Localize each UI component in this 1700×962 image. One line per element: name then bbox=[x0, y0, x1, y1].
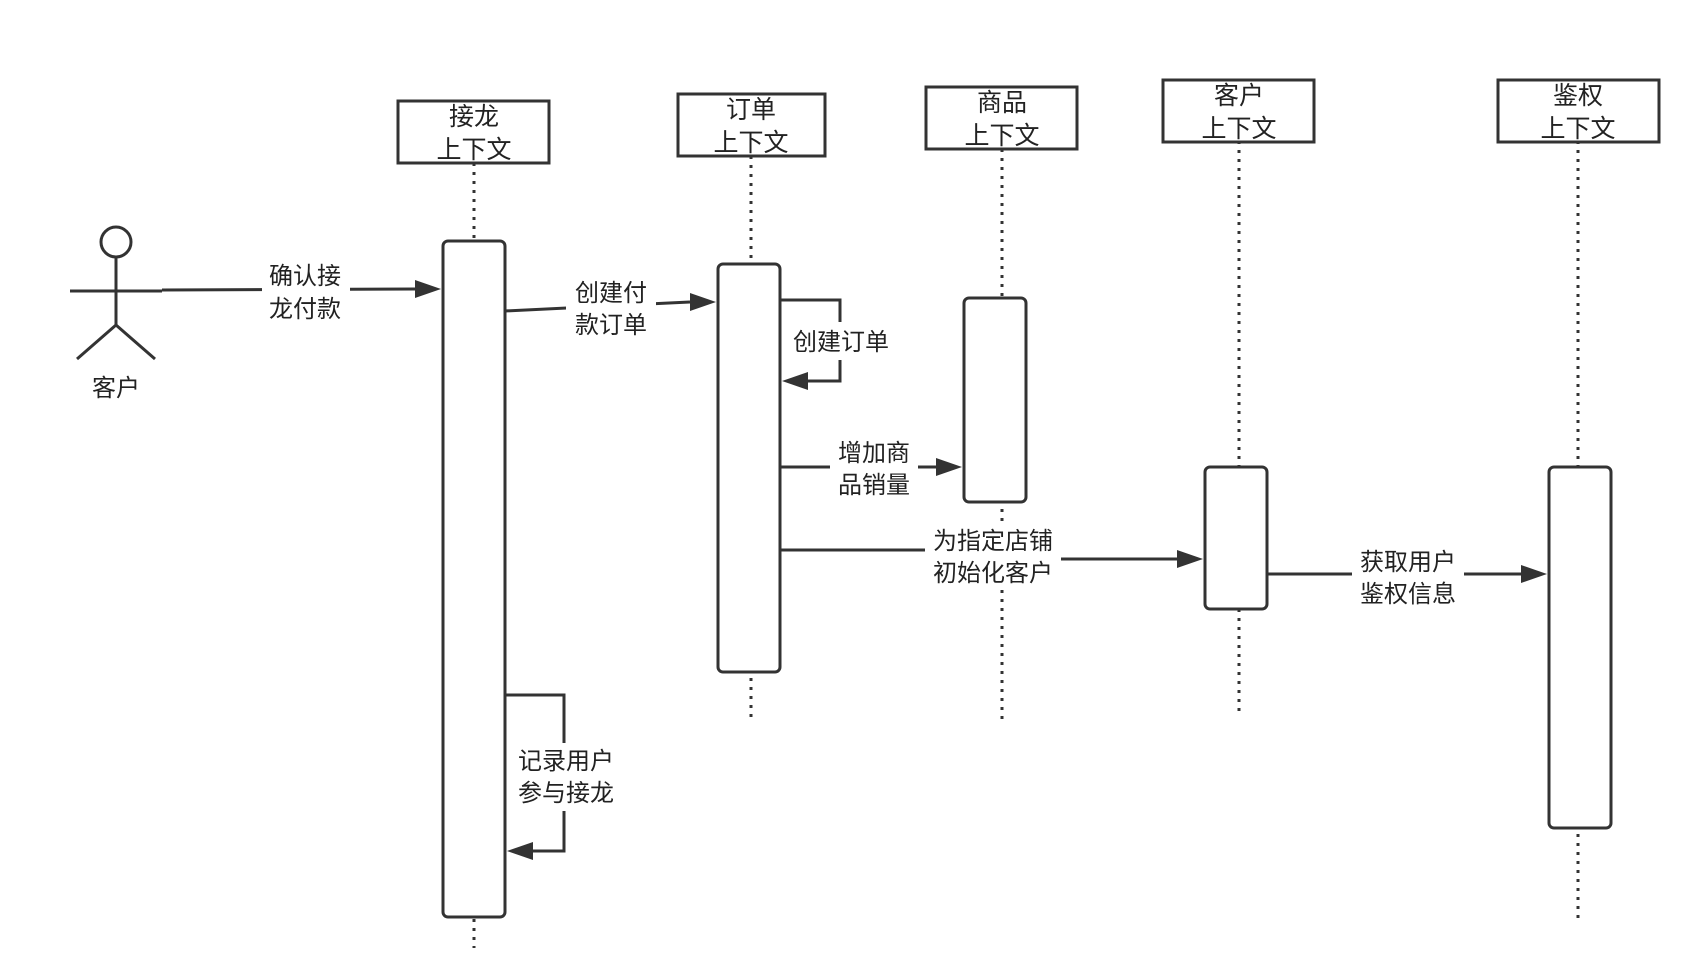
actor-left-leg bbox=[76, 323, 117, 361]
actor-right-leg bbox=[115, 323, 156, 361]
message-record-user-line1: 记录用户 bbox=[518, 747, 614, 775]
participant-auth-context: 上下文 bbox=[1540, 114, 1615, 143]
message-add-sales-line1: 增加商 bbox=[838, 439, 910, 467]
activation-product bbox=[962, 296, 1028, 504]
participant-auth: 鉴权 上下文 bbox=[1496, 78, 1661, 144]
arrowhead bbox=[507, 842, 533, 860]
participant-jielong-context: 上下文 bbox=[436, 135, 511, 164]
participant-order-context: 上下文 bbox=[713, 128, 788, 157]
participant-customer-context: 上下文 bbox=[1201, 114, 1276, 143]
participant-product: 商品 上下文 bbox=[924, 85, 1079, 151]
activation-customer bbox=[1203, 465, 1269, 611]
participant-jielong: 接龙 上下文 bbox=[396, 99, 551, 165]
participant-jielong-name: 接龙 bbox=[449, 102, 499, 131]
actor-customer: 客户 bbox=[70, 225, 162, 402]
message-confirm-pay: 确认接 龙付款 bbox=[161, 258, 441, 326]
arrowhead bbox=[1521, 565, 1547, 583]
participant-product-context: 上下文 bbox=[964, 121, 1039, 150]
message-create-pay-order-line1: 创建付 bbox=[575, 279, 647, 307]
message-record-user-line2: 参与接龙 bbox=[518, 779, 614, 807]
message-add-sales: 增加商 品销量 bbox=[780, 434, 962, 502]
participant-order: 订单 上下文 bbox=[676, 92, 827, 158]
message-create-pay-order: 创建付 款订单 bbox=[504, 274, 716, 342]
participant-customer: 客户 上下文 bbox=[1161, 78, 1316, 144]
message-record-user: 记录用户 参与接龙 bbox=[505, 693, 622, 860]
message-get-auth-line1: 获取用户 bbox=[1360, 548, 1456, 576]
activation-order bbox=[716, 262, 782, 674]
participant-product-name: 商品 bbox=[977, 88, 1027, 117]
message-confirm-pay-line2: 龙付款 bbox=[269, 295, 341, 323]
message-confirm-pay-line1: 确认接 bbox=[269, 262, 341, 290]
arrowhead bbox=[690, 293, 716, 311]
message-add-sales-line2: 品销量 bbox=[838, 471, 910, 499]
participant-auth-name: 鉴权 bbox=[1553, 81, 1603, 110]
message-init-customer-line2: 初始化客户 bbox=[933, 559, 1053, 587]
message-init-customer-line1: 为指定店铺 bbox=[933, 527, 1053, 555]
arrowhead bbox=[1177, 550, 1203, 568]
participant-order-name: 订单 bbox=[726, 95, 776, 124]
arrowhead bbox=[415, 280, 441, 298]
message-create-order: 创建订单 bbox=[780, 298, 896, 390]
participant-customer-name: 客户 bbox=[1214, 81, 1264, 110]
activation-jielong bbox=[441, 239, 507, 919]
message-init-customer: 为指定店铺 初始化客户 bbox=[780, 522, 1203, 590]
activation-auth bbox=[1547, 465, 1613, 830]
arrowhead bbox=[936, 458, 962, 476]
arrowhead bbox=[782, 372, 808, 390]
message-create-pay-order-line2: 款订单 bbox=[575, 311, 647, 339]
message-get-auth-line2: 鉴权信息 bbox=[1360, 580, 1456, 608]
actor-head bbox=[99, 225, 133, 259]
actor-label: 客户 bbox=[92, 374, 140, 402]
message-create-order-label: 创建订单 bbox=[793, 328, 889, 356]
message-get-auth: 获取用户 鉴权信息 bbox=[1267, 543, 1547, 611]
